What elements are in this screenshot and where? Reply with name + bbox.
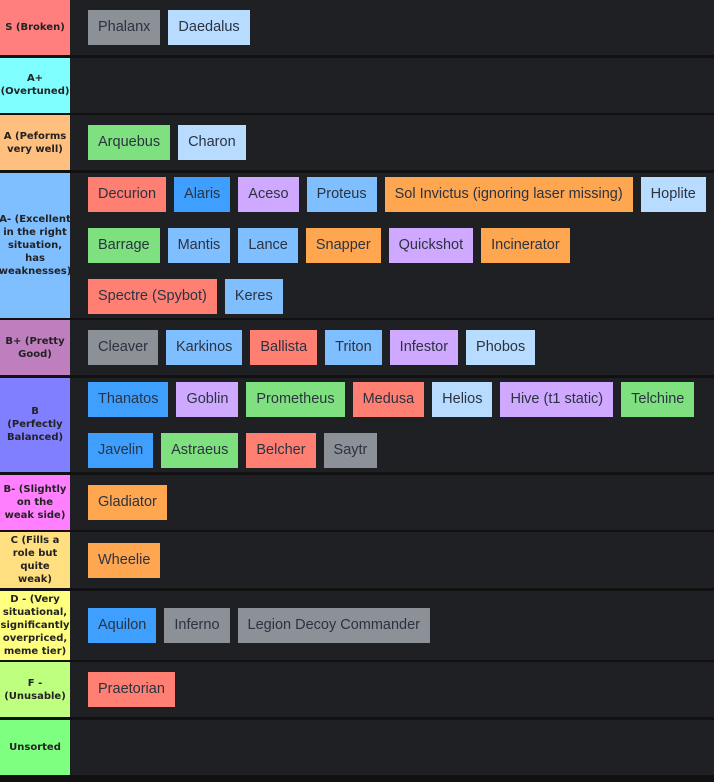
tier-row: Unsorted xyxy=(0,719,714,775)
tier-item[interactable]: Telchine xyxy=(621,381,695,417)
tier-item[interactable]: Spectre (Spybot) xyxy=(88,278,217,314)
tier-item[interactable]: Sol Invictus (ignoring laser missing) xyxy=(384,176,633,212)
tier-item[interactable]: Decurion xyxy=(88,176,167,212)
tier-items-dropzone[interactable]: Wheelie xyxy=(70,532,714,589)
tier-item[interactable]: Mantis xyxy=(167,227,231,263)
tier-row: B- (Slightly on the weak side) Gladiator xyxy=(0,474,714,530)
tier-label[interactable]: A+ (Overtuned) xyxy=(0,57,70,113)
tier-row: A+ (Overtuned) xyxy=(0,57,714,113)
tier-row: A- (Excellent in the right situation, ha… xyxy=(0,172,714,318)
tier-item[interactable]: Thanatos xyxy=(88,381,169,417)
tier-item[interactable]: Phalanx xyxy=(88,10,161,45)
tier-item[interactable]: Aceso xyxy=(238,176,299,212)
tier-item[interactable]: Legion Decoy Commander xyxy=(237,607,431,643)
tier-item[interactable]: Belcher xyxy=(246,432,316,468)
tier-label[interactable]: C (Fills a role but quite weak) xyxy=(0,532,70,589)
tier-item[interactable]: Quickshot xyxy=(388,227,474,263)
tier-item[interactable]: Alaris xyxy=(174,176,231,212)
tier-item[interactable]: Keres xyxy=(224,278,283,314)
tier-items-dropzone[interactable] xyxy=(70,57,714,113)
tier-item[interactable]: Praetorian xyxy=(88,672,175,708)
tier-item[interactable]: Helios xyxy=(432,381,493,417)
tier-item[interactable]: Triton xyxy=(325,330,382,366)
tier-items-dropzone[interactable] xyxy=(70,719,714,775)
tier-item[interactable]: Lance xyxy=(238,227,298,263)
tier-label[interactable]: D - (Very situational, significantly ove… xyxy=(0,590,70,660)
tier-label[interactable]: B+ (Pretty Good) xyxy=(0,320,70,376)
tier-label[interactable]: A (Peforms very well) xyxy=(0,115,70,171)
tier-item[interactable]: Prometheus xyxy=(246,381,345,417)
tier-item[interactable]: Proteus xyxy=(306,176,377,212)
tier-item[interactable]: Karkinos xyxy=(165,330,243,366)
tier-item[interactable]: Infestor xyxy=(389,330,459,366)
tier-item[interactable]: Hoplite xyxy=(640,176,706,212)
tier-item[interactable]: Arquebus xyxy=(88,125,171,161)
tier-label[interactable]: Unsorted xyxy=(0,719,70,775)
tier-item[interactable]: Astraeus xyxy=(161,432,239,468)
tier-item[interactable]: Barrage xyxy=(88,227,160,263)
tier-item[interactable]: Phobos xyxy=(466,330,536,366)
tier-row: F - (Unusable) Praetorian xyxy=(0,662,714,718)
tier-item[interactable]: Cleaver xyxy=(88,330,158,366)
tier-item[interactable]: Inferno xyxy=(164,607,230,643)
tier-row: C (Fills a role but quite weak) Wheelie xyxy=(0,532,714,589)
tier-item[interactable]: Charon xyxy=(178,125,246,161)
tier-item[interactable]: Goblin xyxy=(176,381,239,417)
tier-item[interactable]: Snapper xyxy=(305,227,381,263)
tier-label[interactable]: S (Broken) xyxy=(0,0,70,55)
tier-label[interactable]: F - (Unusable) xyxy=(0,662,70,718)
tier-item[interactable]: Saytr xyxy=(323,432,378,468)
tier-item[interactable]: Medusa xyxy=(352,381,425,417)
tier-label[interactable]: B (Perfectly Balanced) xyxy=(0,377,70,472)
tier-item[interactable]: Javelin xyxy=(88,432,154,468)
tier-item[interactable]: Daedalus xyxy=(168,10,250,45)
tier-item[interactable]: Ballista xyxy=(250,330,318,366)
tier-label[interactable]: B- (Slightly on the weak side) xyxy=(0,474,70,530)
tier-label[interactable]: A- (Excellent in the right situation, ha… xyxy=(0,172,71,318)
tier-item[interactable]: Incinerator xyxy=(481,227,570,263)
tier-items-dropzone[interactable]: Praetorian xyxy=(70,662,714,718)
tier-item[interactable]: Wheelie xyxy=(88,542,161,578)
tier-row: D - (Very situational, significantly ove… xyxy=(0,590,714,660)
tier-item[interactable]: Hive (t1 static) xyxy=(500,381,614,417)
tier-item[interactable]: Gladiator xyxy=(88,484,167,520)
tier-item[interactable]: Aquilon xyxy=(88,607,157,643)
tier-items-dropzone[interactable]: Gladiator xyxy=(70,474,714,530)
